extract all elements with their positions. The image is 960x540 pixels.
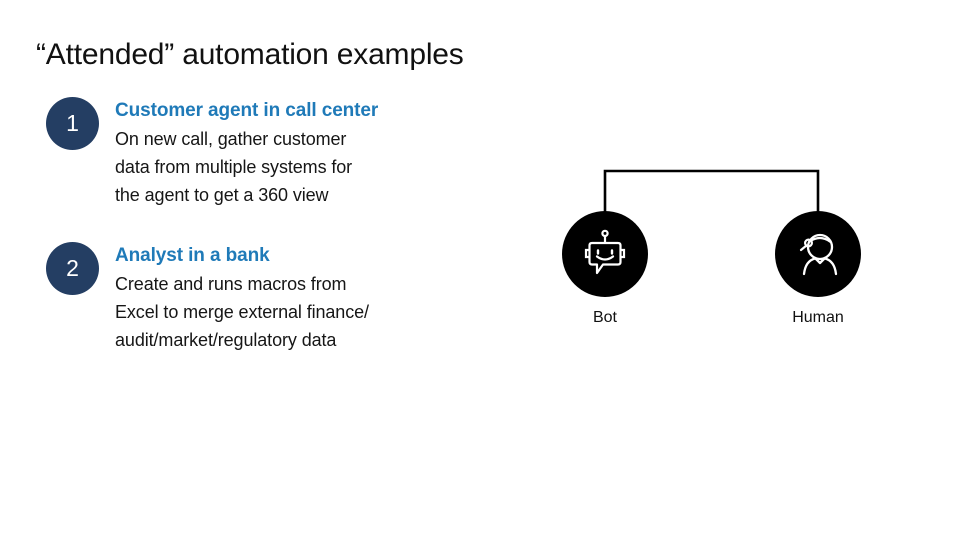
bot-node-label: Bot	[592, 309, 617, 326]
body-line: Excel to merge external finance/	[115, 302, 369, 323]
diagram-node-bot: Bot	[562, 211, 648, 326]
body-line: On new call, gather customer	[115, 128, 347, 149]
body-line: audit/market/regulatory data	[115, 330, 337, 351]
human-node-circle	[775, 211, 861, 297]
body-line: the agent to get a 360 view	[115, 185, 329, 206]
bot-human-diagram: Bot	[540, 150, 900, 350]
list-item-heading: Analyst in a bank	[115, 245, 270, 266]
list-item-number-badge: 2	[46, 242, 99, 295]
list-item-text: Analyst in a bank Create and runs macros…	[115, 242, 476, 354]
body-line: Create and runs macros from	[115, 273, 347, 294]
list-item-body: On new call, gather customer data from m…	[115, 125, 476, 209]
human-node-label: Human	[792, 309, 844, 326]
list-item-body: Create and runs macros from Excel to mer…	[115, 270, 476, 354]
list-item-number-badge: 1	[46, 97, 99, 150]
list-item: 2 Analyst in a bank Create and runs macr…	[46, 242, 476, 360]
list-item-heading: Customer agent in call center	[115, 100, 379, 121]
diagram-node-human: Human	[775, 211, 861, 326]
bot-node-circle	[562, 211, 648, 297]
list-item-text: Customer agent in call center On new cal…	[115, 97, 476, 209]
page-title: “Attended” automation examples	[36, 38, 464, 71]
list-item: 1 Customer agent in call center On new c…	[46, 97, 476, 215]
examples-list: 1 Customer agent in call center On new c…	[46, 97, 476, 360]
body-line: data from multiple systems for	[115, 157, 353, 178]
robot-icon	[584, 229, 626, 275]
connector-bracket	[603, 169, 820, 220]
person-headset-icon	[799, 233, 838, 276]
